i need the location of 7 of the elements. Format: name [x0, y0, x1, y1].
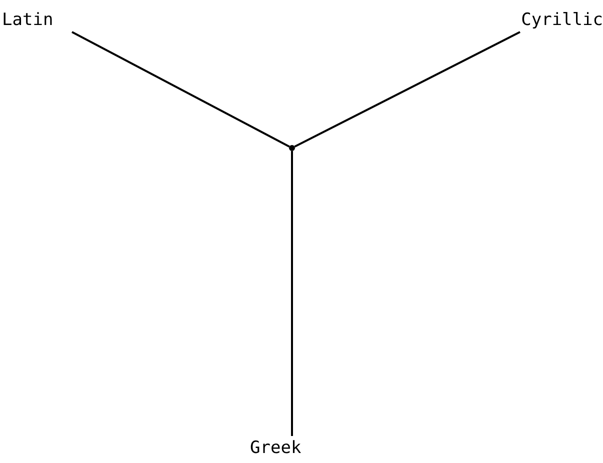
branch-label: Latin — [2, 10, 54, 30]
connector-line — [291, 151, 293, 436]
branch-label: Cyrillic — [521, 10, 603, 30]
junction-dot — [289, 145, 295, 151]
connector-line — [72, 31, 290, 148]
connector-line — [294, 31, 520, 148]
branch-label: Greek — [250, 438, 302, 458]
